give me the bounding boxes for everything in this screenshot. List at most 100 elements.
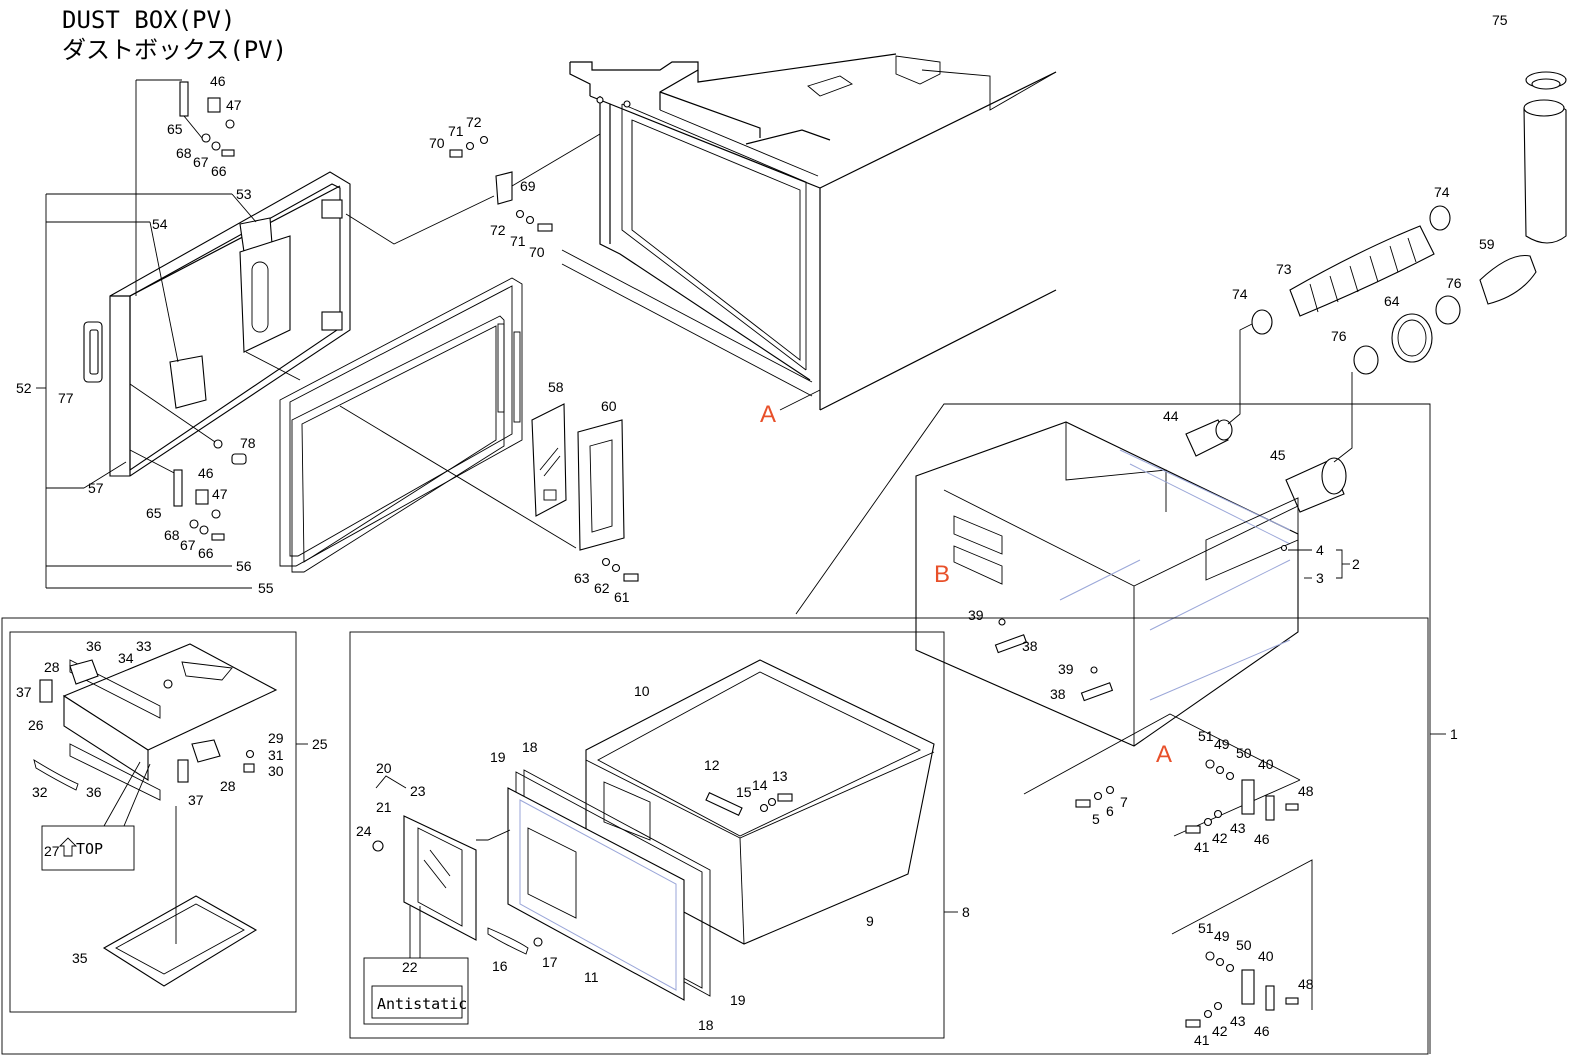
part-label: 73 <box>1276 261 1292 277</box>
part-label: 38 <box>1050 686 1066 702</box>
part-label: 10 <box>634 683 650 699</box>
part-label: 39 <box>968 607 984 623</box>
part-label: 2 <box>1352 556 1360 572</box>
lower-hinge-parts <box>173 469 225 541</box>
part-label: 24 <box>356 823 372 839</box>
part-label: 9 <box>866 913 874 929</box>
part-label: 51 <box>1198 728 1214 744</box>
top-tag-text: TOP <box>76 840 103 858</box>
window-cover-parts <box>531 403 639 582</box>
part-label: 77 <box>58 390 74 406</box>
part-label: 21 <box>376 799 392 815</box>
part-label: 43 <box>1230 1013 1246 1029</box>
part-label: 56 <box>236 558 252 574</box>
part-label: 55 <box>258 580 274 596</box>
part-label: 3 <box>1316 570 1324 586</box>
part-label: 31 <box>268 747 284 763</box>
view-a-marker-detail: A <box>1156 741 1172 768</box>
part-label: 74 <box>1434 184 1450 200</box>
part-label: 6 <box>1106 803 1114 819</box>
part-label: 46 <box>210 73 226 89</box>
door-assembly <box>36 79 351 589</box>
main-cabinet <box>561 53 1057 411</box>
part-label: 40 <box>1258 948 1274 964</box>
part-label: 18 <box>698 1017 714 1033</box>
part-label: 46 <box>198 465 214 481</box>
part-label: 50 <box>1236 745 1252 761</box>
part-label: 71 <box>448 123 464 139</box>
part-label: 8 <box>962 904 970 920</box>
part-label: 67 <box>180 537 196 553</box>
detail-view-a <box>795 403 1446 1054</box>
part-label: 23 <box>410 783 426 799</box>
bracket-parts <box>345 133 601 245</box>
part-label: 47 <box>212 486 228 502</box>
part-label: 28 <box>220 778 236 794</box>
part-label: 64 <box>1384 293 1400 309</box>
part-label: 12 <box>704 757 720 773</box>
part-label: 68 <box>176 145 192 161</box>
view-b-marker: B <box>934 561 950 588</box>
part-label: 59 <box>1479 236 1495 252</box>
part-label: 43 <box>1230 820 1246 836</box>
part-label: 41 <box>1194 839 1210 855</box>
part-label: 35 <box>72 950 88 966</box>
part-label: 48 <box>1298 783 1314 799</box>
part-label: 74 <box>1232 286 1248 302</box>
part-label: 57 <box>88 480 104 496</box>
part-label: 68 <box>164 527 180 543</box>
part-label: 78 <box>240 435 256 451</box>
filter-detail-box: TOP <box>1 617 1429 1055</box>
part-label: 42 <box>1212 830 1228 846</box>
part-label: 41 <box>1194 1032 1210 1048</box>
part-label: 38 <box>1022 638 1038 654</box>
part-number-labels: 46 47 65 68 67 66 53 54 52 77 78 57 56 5… <box>16 12 1508 1048</box>
part-label: 4 <box>1316 542 1324 558</box>
part-label: 17 <box>542 954 558 970</box>
part-label: 36 <box>86 784 102 800</box>
part-label: 76 <box>1446 275 1462 291</box>
part-label: 37 <box>188 792 204 808</box>
part-label: 36 <box>86 638 102 654</box>
gaskets <box>279 277 577 573</box>
part-label: 60 <box>601 398 617 414</box>
part-label: 70 <box>429 135 445 151</box>
part-label: 58 <box>548 379 564 395</box>
duct-hose <box>1185 71 1567 513</box>
part-label: 1 <box>1450 726 1458 742</box>
part-label: 19 <box>490 749 506 765</box>
part-label: 76 <box>1331 328 1347 344</box>
part-label: 70 <box>529 244 545 260</box>
diagram-title: DUST BOX(PV) <box>62 6 235 34</box>
part-label: 32 <box>32 784 48 800</box>
part-label: 46 <box>1254 1023 1270 1039</box>
part-label: 11 <box>584 969 599 985</box>
part-label: 52 <box>16 380 32 396</box>
upper-hinge-parts <box>179 81 235 157</box>
part-label: 39 <box>1058 661 1074 677</box>
part-label: 20 <box>376 760 392 776</box>
part-label: 33 <box>136 638 152 654</box>
part-label: 54 <box>152 216 168 232</box>
part-label: 13 <box>772 768 788 784</box>
part-label: 46 <box>1254 831 1270 847</box>
part-label: 28 <box>44 659 60 675</box>
part-label: 49 <box>1214 736 1230 752</box>
part-label: 61 <box>614 589 630 605</box>
part-label: 25 <box>312 736 328 752</box>
part-label: 16 <box>492 958 508 974</box>
part-label: 53 <box>236 186 252 202</box>
diagram-title-japanese: ダストボックス(PV) <box>62 36 287 64</box>
part-label: 5 <box>1092 811 1100 827</box>
part-label: 62 <box>594 580 610 596</box>
part-label: 14 <box>752 777 768 793</box>
part-label: 51 <box>1198 920 1214 936</box>
part-label: 44 <box>1163 408 1179 424</box>
part-label: 50 <box>1236 937 1252 953</box>
part-label: 15 <box>736 784 752 800</box>
part-label: 65 <box>167 121 183 137</box>
part-label: 66 <box>211 163 227 179</box>
part-label: 22 <box>402 959 418 975</box>
part-label: 45 <box>1270 447 1286 463</box>
